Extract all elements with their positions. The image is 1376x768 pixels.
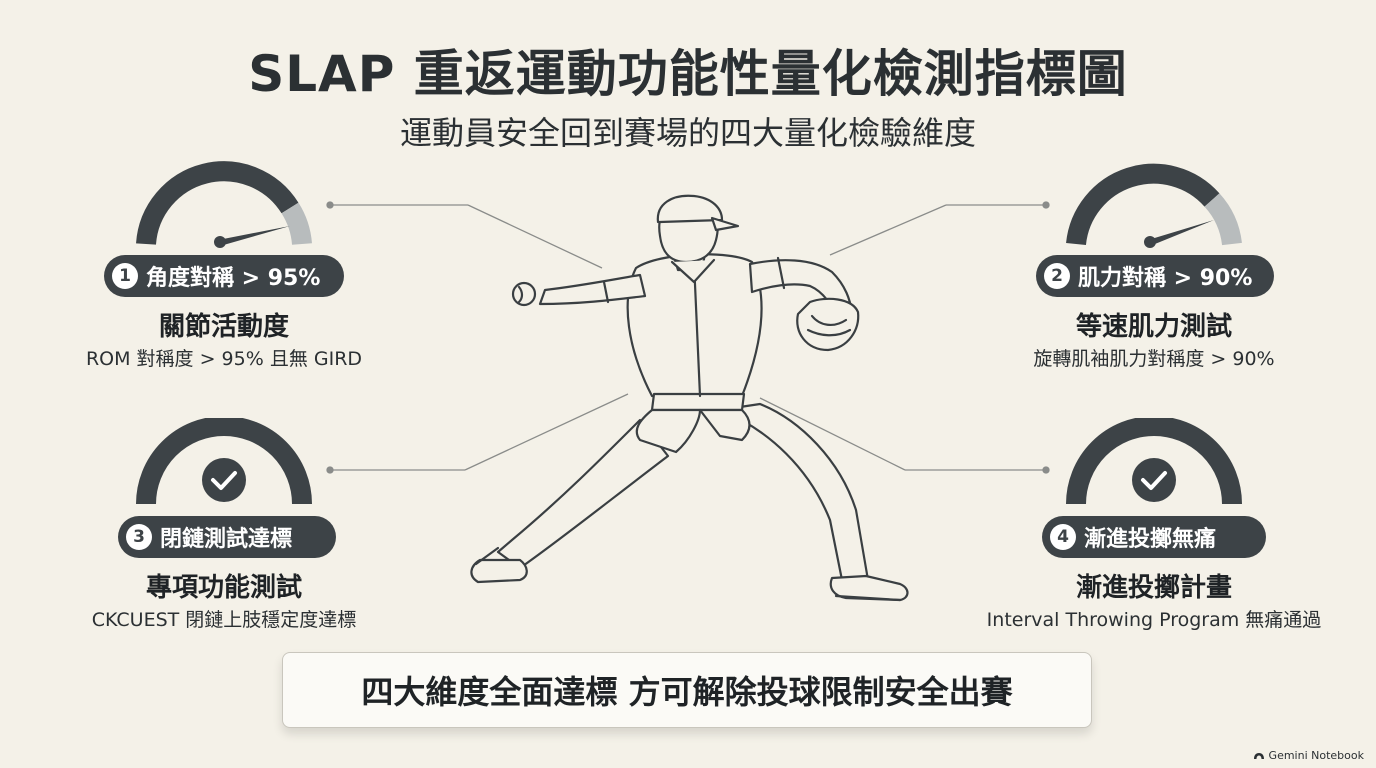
metric-2-badge-label: 肌力對稱 > 90% [1078, 266, 1253, 291]
gauge-arc-dark [1066, 418, 1242, 505]
page-title: SLAP 重返運動功能性量化檢測指標圖 [248, 45, 1128, 103]
metric-1-badge-label: 角度對稱 > 95% [146, 266, 321, 291]
watermark: Gemini Notebook [1253, 749, 1364, 762]
gauge-arc-dark [1066, 163, 1220, 246]
metric-2-badge: 2 肌力對稱 > 90% [1036, 255, 1274, 297]
check-gauge-icon [1132, 458, 1176, 502]
metric-4-gauge [1066, 418, 1242, 505]
check-gauge-icon [202, 458, 246, 502]
number-1-icon: 1 [112, 263, 138, 289]
conclusion-banner: 四大維度全面達標 方可解除投球限制安全出賽 [282, 652, 1092, 728]
metric-2-heading: 等速肌力測試 [1075, 312, 1232, 342]
metric-1-badge: 1 角度對稱 > 95% [104, 255, 344, 297]
number-3-icon: 3 [126, 524, 152, 550]
gauge-arc-dark [136, 418, 312, 505]
gauge-arc-light [1204, 193, 1242, 246]
gauge-arc-dark [136, 161, 299, 245]
number-4-icon: 4 [1050, 524, 1076, 550]
metric-2-desc: 旋轉肌袖肌力對稱度 > 90% [1033, 348, 1275, 370]
metric-4-heading: 漸進投擲計畫 [1075, 573, 1232, 603]
metric-3-badge: 3 閉鏈測試達標 [118, 516, 336, 558]
pitcher-illustration [470, 194, 909, 602]
metric-3-desc: CKCUEST 閉鏈上肢穩定度達標 [91, 609, 357, 631]
metric-1-desc: ROM 對稱度 > 95% 且無 GIRD [85, 348, 363, 370]
watermark-text: Gemini Notebook [1268, 749, 1364, 762]
metric-3-gauge [136, 418, 312, 505]
metric-3-badge-label: 閉鏈測試達標 [160, 527, 293, 552]
page-subtitle: 運動員安全回到賽場的四大量化檢驗維度 [399, 114, 976, 152]
number-2-icon: 2 [1044, 263, 1070, 289]
metric-4-badge: 4 漸進投擲無痛 [1042, 516, 1266, 558]
gauge-arc-light [281, 202, 312, 246]
needle-gauge-icon [214, 226, 290, 248]
needle-gauge-icon [1144, 220, 1214, 248]
metric-2-gauge [1066, 163, 1242, 248]
notebook-logo-icon [1253, 752, 1264, 759]
metric-4-badge-label: 漸進投擲無痛 [1084, 527, 1217, 552]
metric-3-heading: 專項功能測試 [145, 573, 302, 603]
connector-lines [326, 201, 1050, 474]
metric-1-heading: 關節活動度 [158, 312, 289, 342]
metric-4-desc: Interval Throwing Program 無痛通過 [986, 609, 1322, 631]
metric-1-gauge [136, 161, 312, 248]
